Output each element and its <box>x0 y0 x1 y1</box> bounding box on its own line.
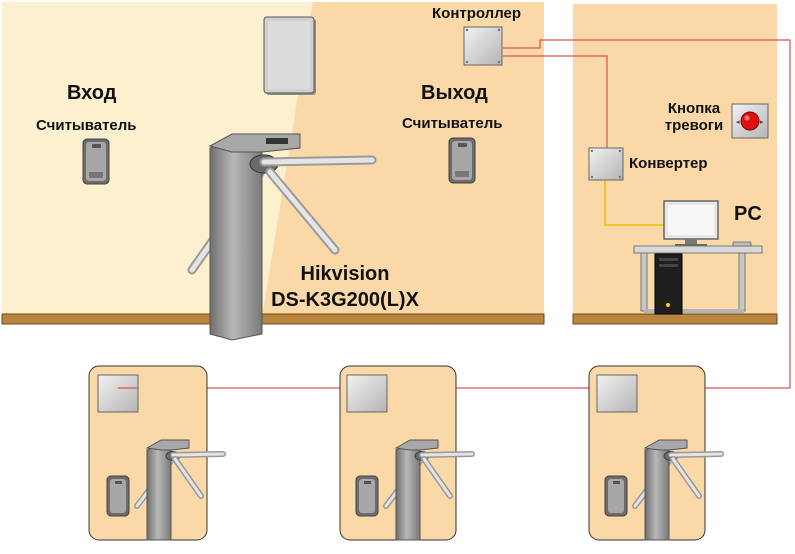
converter-label: Конвертер <box>629 155 708 172</box>
yellow-converter-to-pc-wire <box>604 180 667 226</box>
pc-workstation <box>633 200 763 315</box>
pc-label: PC <box>734 203 762 225</box>
pc-keyboard <box>732 241 752 247</box>
bottom-unit-1 <box>88 365 226 541</box>
alarm-button-device: ◂ ▸ <box>731 103 769 139</box>
turnstile-display <box>266 138 288 144</box>
red-controller-to-converter-wire <box>503 55 608 148</box>
svg-text:▸: ▸ <box>760 119 764 126</box>
control-room-floor <box>572 313 778 325</box>
main-turnstile <box>187 133 377 341</box>
alarm-button-label: Кнопка тревоги <box>662 100 726 135</box>
alarm-button-label-line1: Кнопка <box>667 100 721 117</box>
reader-exit-label: Считыватель <box>402 115 503 132</box>
bottom-unit-2 <box>339 365 475 541</box>
exit-label: Выход <box>421 82 488 104</box>
bottom-unit-3 <box>588 365 724 541</box>
main-room-floor <box>1 313 545 325</box>
turnstile-model-text: DS-K3G200(L)X <box>271 289 419 311</box>
controller-box <box>463 26 503 66</box>
entry-label: Вход <box>67 82 117 104</box>
reader-entry-label: Считыватель <box>36 117 137 134</box>
turnstile-model-label: Hikvision DS-K3G200(L)X <box>270 261 420 313</box>
converter-box <box>588 147 624 181</box>
reader-entry-device <box>82 138 110 185</box>
alarm-button-label-line2: тревоги <box>664 117 724 135</box>
reader-exit-device <box>448 137 476 184</box>
access-card <box>263 16 316 95</box>
controller-label: Контроллер <box>432 5 522 22</box>
pc-desk <box>633 245 763 254</box>
svg-text:◂: ◂ <box>736 119 740 126</box>
turnstile-brand-text: Hikvision <box>300 263 390 285</box>
